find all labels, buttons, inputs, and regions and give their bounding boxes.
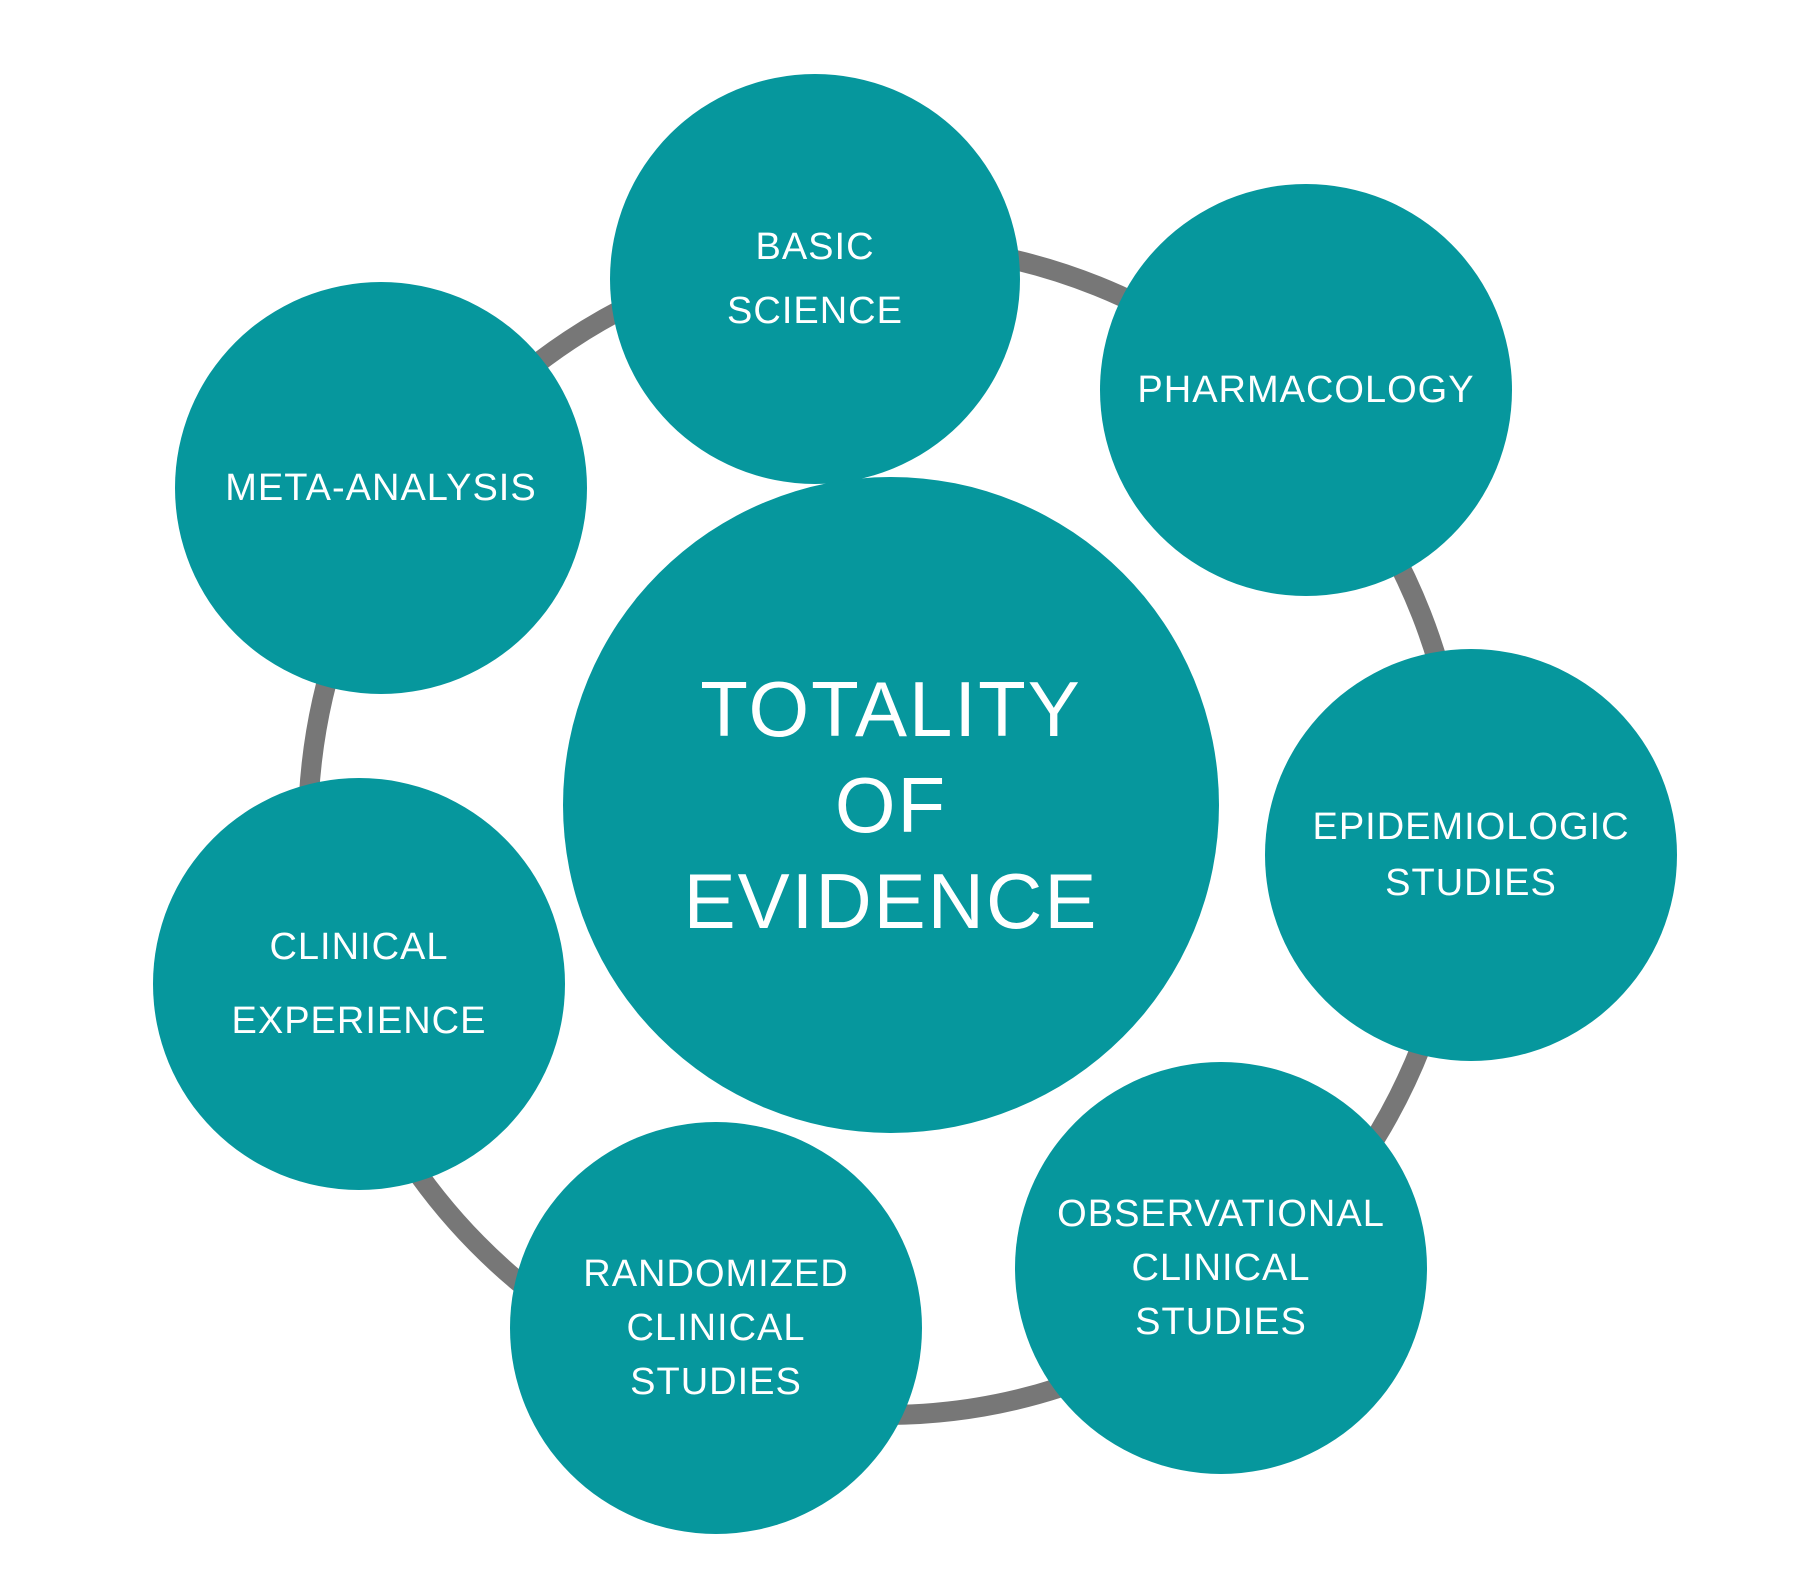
node-basic-science: BASIC SCIENCE — [610, 74, 1020, 484]
node-label-line: EXPERIENCE — [231, 1000, 487, 1042]
node-label-line: CLINICAL — [1131, 1247, 1311, 1289]
node-epidemiologic-studies: EPIDEMIOLOGIC STUDIES — [1265, 649, 1677, 1061]
node-label-line: RANDOMIZED — [583, 1253, 849, 1295]
center-label-line: EVIDENCE — [683, 857, 1099, 945]
node-pharmacology: PHARMACOLOGY — [1100, 184, 1512, 596]
center-label-line: TOTALITY — [700, 665, 1082, 753]
node-clinical-experience: CLINICAL EXPERIENCE — [153, 778, 565, 1190]
node-label-line: PHARMACOLOGY — [1137, 369, 1475, 411]
center-label-line: OF — [834, 761, 948, 849]
node-label-line: STUDIES — [1135, 1301, 1307, 1343]
node-label-line: STUDIES — [1385, 862, 1557, 904]
node-label-line: CLINICAL — [269, 926, 449, 968]
node-label-line: BASIC — [755, 226, 875, 268]
node-label-line: CLINICAL — [626, 1307, 806, 1349]
node-label-line: STUDIES — [630, 1361, 802, 1403]
node-label-line: OBSERVATIONAL — [1057, 1193, 1385, 1235]
node-meta-analysis: META-ANALYSIS — [175, 282, 587, 694]
node-label-line: SCIENCE — [727, 290, 903, 332]
node-observational-clinical-studies: OBSERVATIONAL CLINICAL STUDIES — [1015, 1062, 1427, 1474]
center-node-totality-of-evidence: TOTALITY OF EVIDENCE — [563, 477, 1219, 1133]
node-label-line: META-ANALYSIS — [225, 467, 537, 509]
node-label-line: EPIDEMIOLOGIC — [1312, 806, 1630, 848]
node-randomized-clinical-studies: RANDOMIZED CLINICAL STUDIES — [510, 1122, 922, 1534]
